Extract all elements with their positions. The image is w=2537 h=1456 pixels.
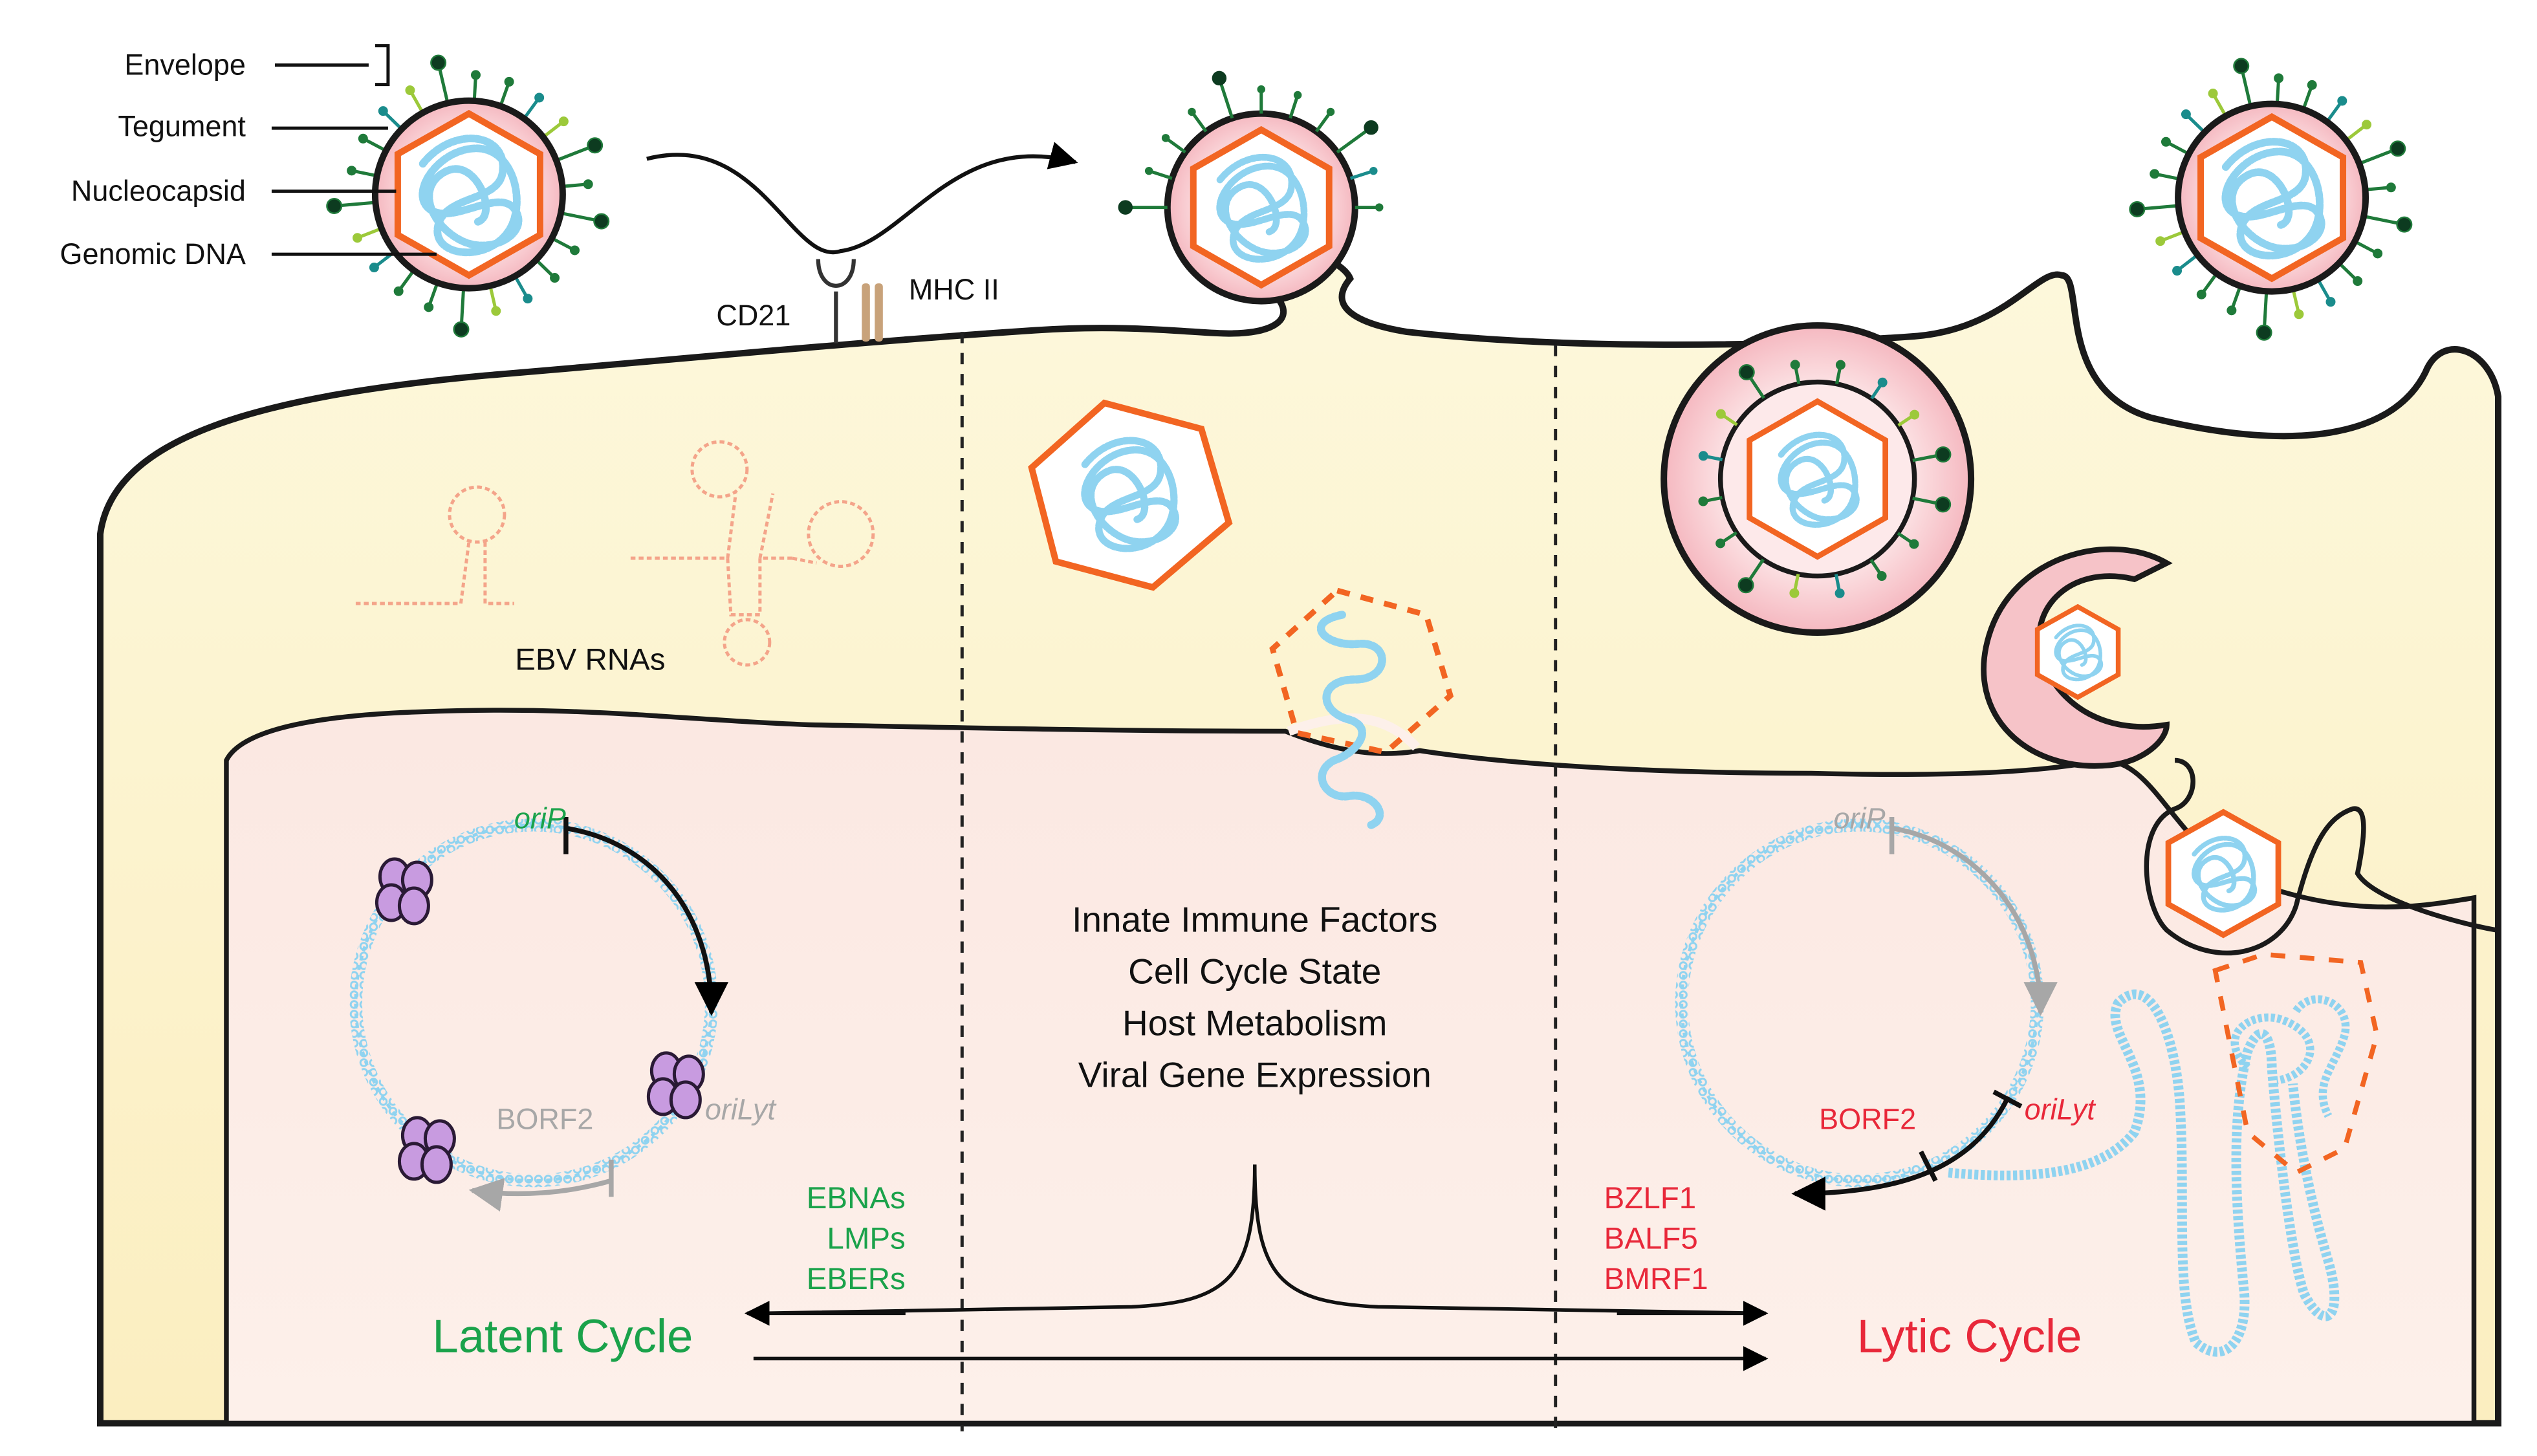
budding-glycoproteins bbox=[1118, 71, 1384, 215]
lytic-genes: BZLF1 BALF5 BMRF1 bbox=[1604, 1181, 1708, 1296]
nucleus bbox=[224, 708, 2477, 1426]
latent-gene-lmps: LMPs bbox=[827, 1221, 905, 1255]
latent-episome: oriP BORF2 oriLyt bbox=[349, 801, 778, 1212]
factor-viral-gene-expression: Viral Gene Expression bbox=[1078, 1054, 1432, 1094]
wrapping-vesicle bbox=[1981, 546, 2173, 769]
budding-channel bbox=[2144, 757, 2499, 956]
lytic-borf2-label: BORF2 bbox=[1819, 1102, 1916, 1135]
free-virion bbox=[326, 54, 610, 338]
latent-gene-ebers: EBERs bbox=[807, 1262, 906, 1296]
vesicle-glycoproteins bbox=[1698, 360, 1952, 598]
latent-cycle-title: Latent Cycle bbox=[432, 1310, 693, 1362]
factor-innate-immune: Innate Immune Factors bbox=[1072, 899, 1437, 939]
budding-genome bbox=[1216, 153, 1309, 263]
ebv-rna-hairpin bbox=[355, 485, 514, 605]
ebna1-complex-right bbox=[646, 1051, 705, 1120]
released-virion bbox=[2129, 58, 2413, 341]
ebv-rna-branched bbox=[630, 440, 875, 667]
cd21-label: CD21 bbox=[716, 299, 790, 332]
label-tegument: Tegument bbox=[118, 110, 246, 143]
budding-virion bbox=[1164, 110, 1358, 305]
regulating-factors: Innate Immune Factors Cell Cycle State H… bbox=[1072, 899, 1437, 1094]
mhc-ii-label: MHC II bbox=[909, 273, 999, 306]
switch-bracket bbox=[759, 1164, 1763, 1316]
latent-genes: EBNAs LMPs EBERs bbox=[807, 1181, 906, 1296]
label-envelope: Envelope bbox=[124, 49, 246, 81]
lytic-episome: oriP BORF2 oriLyt bbox=[1675, 801, 2380, 1357]
lytic-orip-label: oriP bbox=[1834, 801, 1886, 834]
factor-cell-cycle: Cell Cycle State bbox=[1128, 951, 1381, 991]
entry-arrow bbox=[646, 142, 1078, 255]
cd21-receptor bbox=[816, 259, 856, 343]
label-nucleocapsid: Nucleocapsid bbox=[71, 175, 246, 208]
nuclear-budding-capsid bbox=[2165, 809, 2281, 939]
injected-genome bbox=[1316, 611, 1386, 829]
label-genomic-dna: Genomic DNA bbox=[60, 237, 245, 270]
ebv-rnas-label: EBV RNAs bbox=[515, 643, 665, 677]
cytoplasmic-capsid bbox=[1028, 399, 1233, 591]
mhc-ii-receptor bbox=[862, 283, 883, 342]
ebna1-complex-bottom bbox=[397, 1116, 456, 1184]
latent-orip-label: oriP bbox=[514, 801, 566, 834]
ebna1-complex-top bbox=[375, 857, 433, 926]
latent-orilyt-label: oriLyt bbox=[705, 1092, 778, 1125]
lytic-gene-balf5: BALF5 bbox=[1604, 1221, 1698, 1255]
enveloped-vesicle bbox=[1660, 322, 1975, 636]
factor-host-metabolism: Host Metabolism bbox=[1122, 1003, 1387, 1043]
uncoating-capsid bbox=[1269, 587, 1454, 755]
assembling-capsid bbox=[2212, 951, 2380, 1176]
concatemer-dna bbox=[1948, 989, 2340, 1357]
virion-labels: Envelope Tegument Nucleocapsid Genomic D… bbox=[60, 44, 437, 270]
lytic-gene-bmrf1: BMRF1 bbox=[1604, 1262, 1708, 1296]
lytic-gene-bzlf1: BZLF1 bbox=[1604, 1181, 1697, 1215]
lytic-orilyt-label: oriLyt bbox=[2025, 1092, 2097, 1125]
latent-gene-ebnas: EBNAs bbox=[807, 1181, 906, 1215]
lytic-cycle-title: Lytic Cycle bbox=[1857, 1310, 2082, 1362]
latent-borf2-label: BORF2 bbox=[496, 1102, 593, 1135]
